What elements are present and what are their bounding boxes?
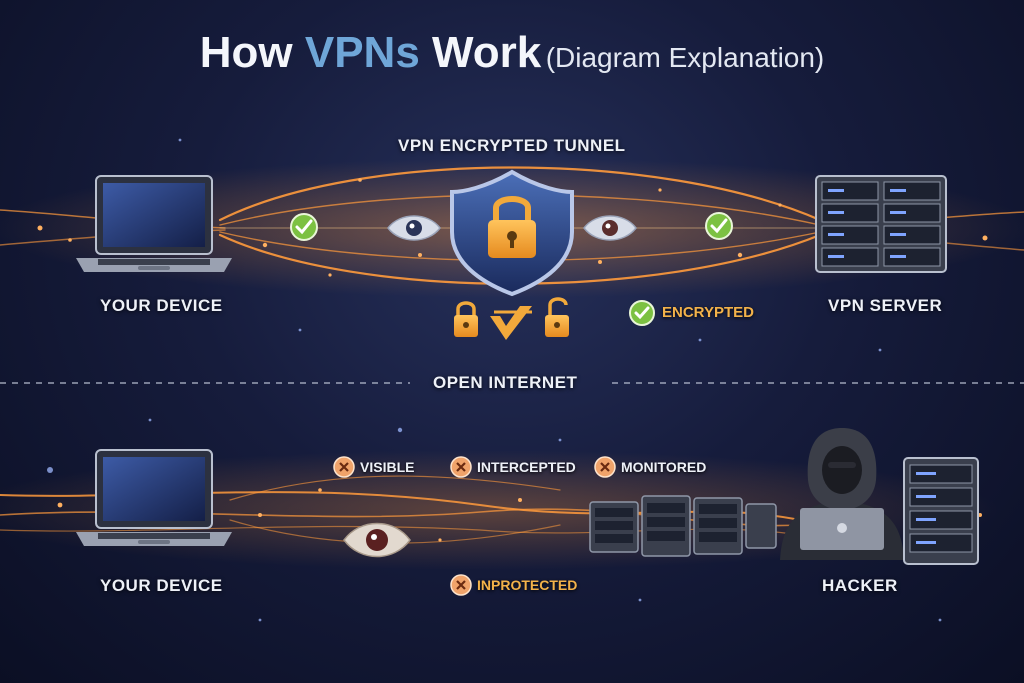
check-icon-left: [290, 213, 318, 241]
title-part-how: How: [199, 28, 305, 77]
encrypted-label: ENCRYPTED: [662, 304, 754, 321]
open-internet-label: OPEN INTERNET: [433, 373, 578, 392]
unlocked-padlock-icon: [545, 297, 569, 337]
padlock-icon: [488, 196, 536, 258]
monitored-label: MONITORED: [621, 459, 707, 475]
intercepted-label: INTERCEPTED: [477, 459, 576, 475]
tunnel-streams: [0, 166, 1024, 285]
diagram-title: How VPNs Work (Diagram Explanation): [0, 28, 1024, 78]
visible-label: VISIBLE: [360, 459, 415, 475]
laptop-icon: [76, 175, 232, 272]
sparkles: [47, 138, 942, 622]
cross-icon-intercepted: [450, 456, 472, 478]
vpn-server-label: VPN SERVER: [828, 296, 943, 315]
internet-servers-icon: [589, 495, 777, 557]
eye-icon-left: [387, 215, 441, 241]
tunnel-label: VPN ENCRYPTED TUNNEL: [398, 136, 626, 155]
hacker-label: HACKER: [822, 576, 898, 595]
cross-icon-unprotected: [450, 574, 472, 596]
hacker-figure: [780, 428, 904, 560]
your-device-label-bottom: YOUR DEVICE: [100, 576, 223, 595]
vpn-server-icon: [815, 175, 947, 273]
your-device-label-top: YOUR DEVICE: [100, 296, 223, 315]
eye-icon-right: [583, 215, 637, 241]
title-subtitle: (Diagram Explanation): [545, 42, 825, 73]
cross-icon-visible: [333, 456, 355, 478]
title-part-work: Work: [419, 28, 542, 77]
unprotected-label: INPROTECTED: [477, 577, 578, 593]
check-icon-right: [705, 212, 733, 240]
cross-icon-monitored: [594, 456, 616, 478]
eye-icon-bottom: [343, 522, 411, 558]
vpn-logo-icon: [490, 306, 532, 340]
title-part-vpns: VPNs: [304, 28, 420, 77]
laptop-icon-bottom: [76, 449, 232, 546]
encrypted-check-icon: [629, 300, 655, 326]
hacker-server-icon: [903, 457, 979, 565]
locked-padlock-icon: [454, 301, 478, 337]
